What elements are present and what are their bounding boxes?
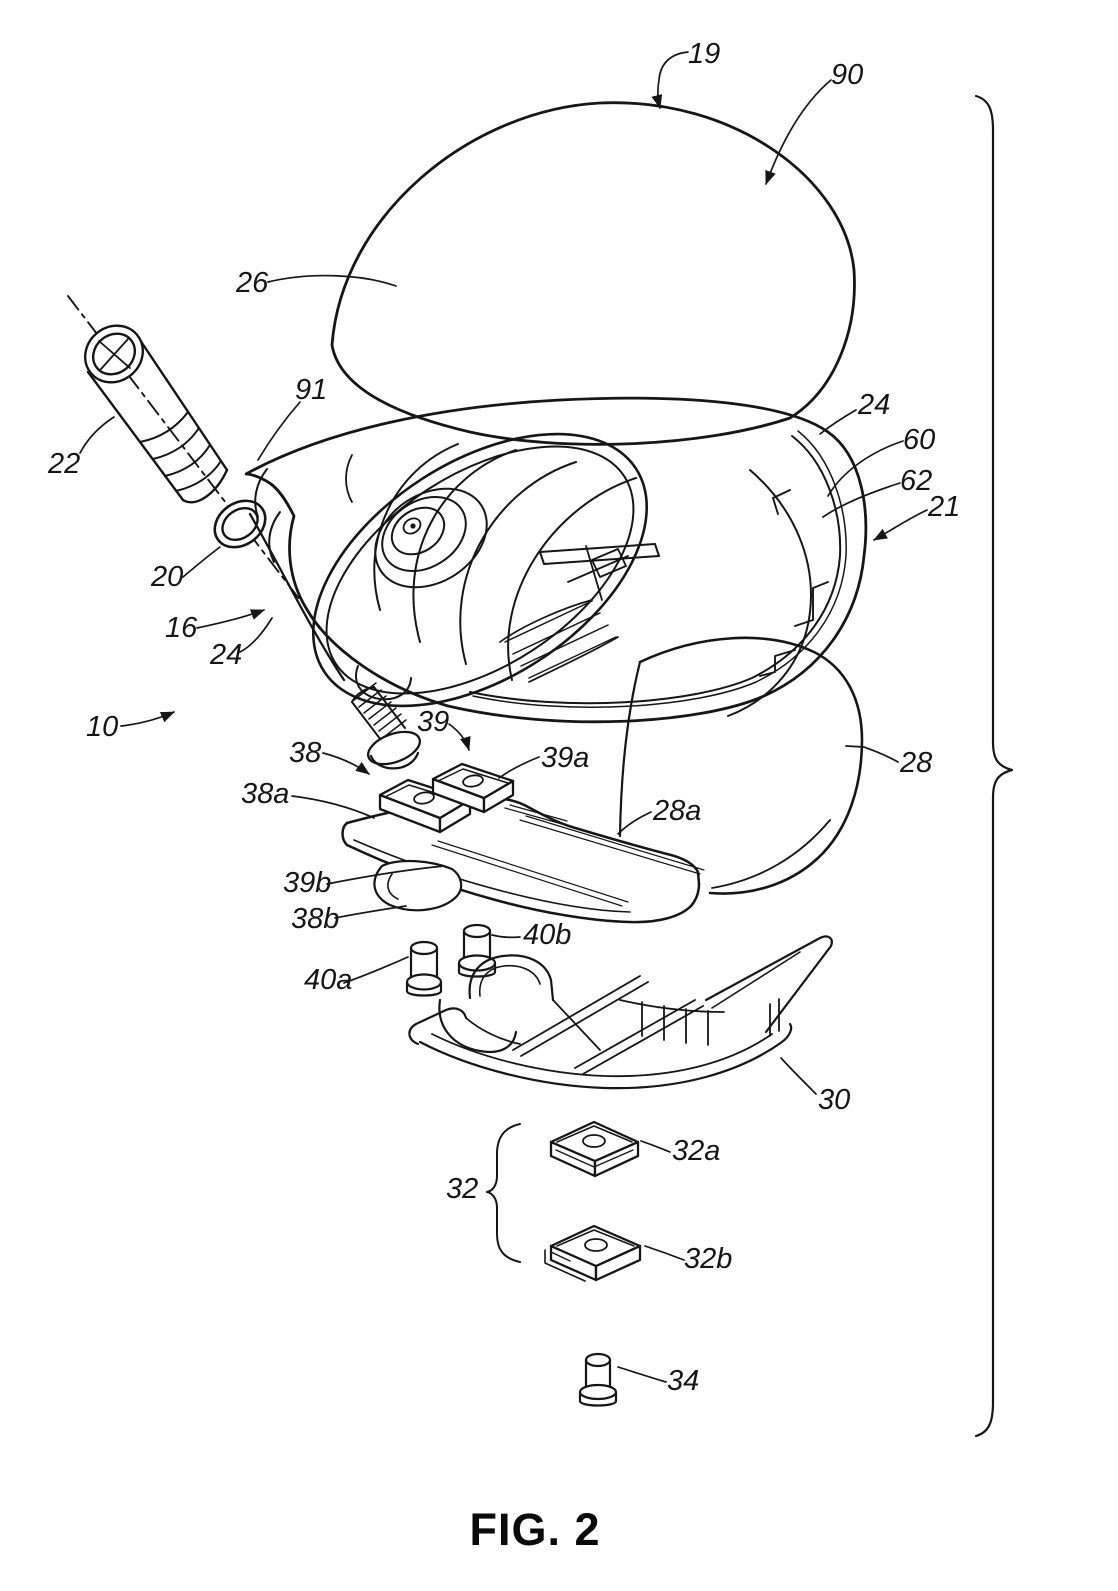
- shaft-sleeve: [84, 324, 229, 504]
- ref-label-32a: 32a: [672, 1135, 721, 1167]
- weight-32a: [549, 1120, 640, 1178]
- leader-24-rim: [819, 409, 857, 435]
- ref-label-62: 62: [900, 465, 933, 497]
- ref-label-30: 30: [818, 1084, 851, 1116]
- leader-20: [182, 546, 221, 578]
- ref-label-24-rim: 24: [858, 389, 891, 421]
- sole-plate-28: [618, 636, 864, 895]
- leader-39b: [326, 865, 445, 885]
- leader-28a: [617, 811, 652, 835]
- assembly-brace: [974, 94, 1014, 1438]
- leader-22: [79, 416, 115, 454]
- leader-38b: [334, 905, 407, 919]
- leader-60: [827, 440, 904, 497]
- ref-label-90: 90: [831, 59, 864, 91]
- ref-label-34: 34: [667, 1365, 700, 1397]
- ferrule-ring: [213, 499, 267, 549]
- weight-32b: [544, 1224, 642, 1282]
- leader-62: [822, 482, 901, 518]
- leader-21: [873, 509, 928, 541]
- leader-10: [120, 711, 175, 727]
- ref-label-10: 10: [86, 711, 119, 743]
- leader-38: [322, 752, 370, 775]
- leader-91: [257, 401, 301, 461]
- ref-label-32b: 32b: [684, 1243, 733, 1275]
- ref-label-40b: 40b: [523, 919, 572, 951]
- leader-40b: [491, 934, 521, 939]
- leader-16: [196, 609, 265, 629]
- ref-label-26: 26: [236, 267, 269, 299]
- ref-label-19: 19: [688, 38, 721, 70]
- ref-label-40a: 40a: [304, 964, 353, 996]
- ref-label-21: 21: [928, 491, 961, 523]
- weight-pad-39a: [431, 762, 515, 814]
- leader-39a: [498, 756, 540, 779]
- ref-label-39: 39: [417, 706, 450, 738]
- pad-seat-38b: [373, 859, 463, 912]
- leader-40a: [343, 956, 409, 984]
- sole-chassis-30: [408, 935, 833, 1090]
- figure-caption: FIG. 2: [469, 1504, 601, 1555]
- weight-pad-38a: [378, 778, 472, 834]
- ref-label-60: 60: [903, 424, 936, 456]
- leader-90: [765, 79, 832, 185]
- brace-group-32: [486, 1123, 521, 1263]
- leader-39: [448, 723, 471, 751]
- ref-label-24-hosel: 24: [210, 639, 243, 671]
- ref-label-28: 28: [900, 747, 933, 779]
- leader-28: [845, 745, 899, 763]
- ref-label-39a: 39a: [541, 742, 590, 774]
- crown-piece: [330, 101, 856, 446]
- leader-32b: [644, 1245, 685, 1261]
- ref-label-28a: 28a: [653, 795, 702, 827]
- ref-label-91: 91: [295, 374, 328, 406]
- ref-label-38b: 38b: [291, 903, 340, 935]
- leader-30: [780, 1057, 817, 1095]
- leader-24-hosel: [239, 617, 273, 653]
- ref-label-38: 38: [289, 737, 322, 769]
- ref-label-38a: 38a: [241, 778, 290, 810]
- pin-40a: [405, 940, 443, 997]
- leader-32a: [640, 1140, 671, 1153]
- hosel-screw: [351, 682, 421, 770]
- leader-lines: [79, 51, 928, 1383]
- ref-label-16: 16: [165, 612, 198, 644]
- ref-label-39b: 39b: [283, 867, 332, 899]
- pin-40b: [457, 923, 497, 978]
- pin-34: [578, 1352, 618, 1407]
- club-head-body: [244, 396, 868, 724]
- ref-label-22: 22: [48, 448, 81, 480]
- shaft-axis-line: [67, 295, 301, 601]
- leader-38a: [291, 795, 375, 819]
- leader-19: [651, 51, 689, 109]
- leader-34: [617, 1366, 667, 1383]
- ref-label-32: 32: [446, 1173, 479, 1205]
- leader-26: [267, 274, 397, 287]
- ref-label-20: 20: [151, 561, 184, 593]
